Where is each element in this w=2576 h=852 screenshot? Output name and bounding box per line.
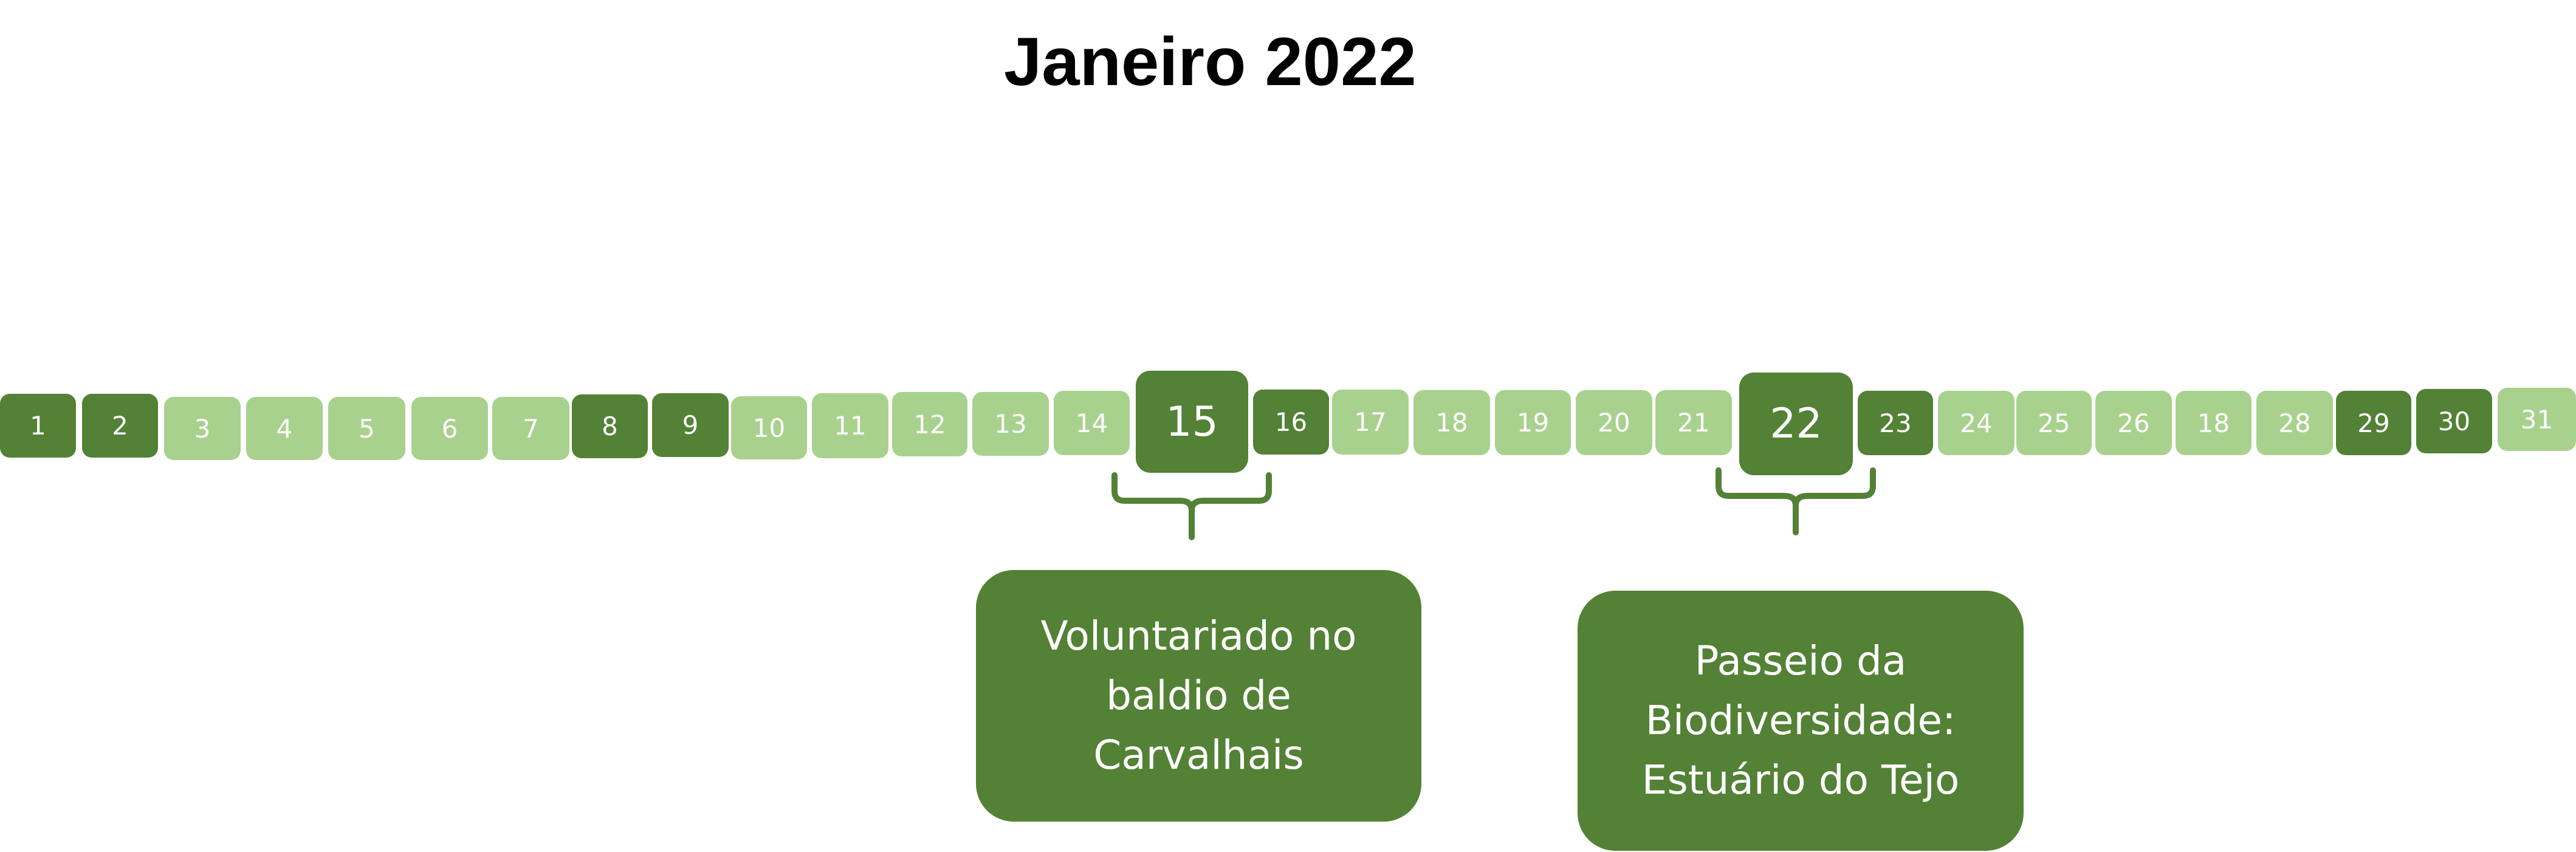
bracket-day-22 xyxy=(1716,467,1876,535)
day-cell[interactable]: 12 xyxy=(892,392,967,456)
event-line: Carvalhais xyxy=(1093,732,1304,778)
event-line: baldio de xyxy=(1106,672,1291,719)
day-cell[interactable]: 4 xyxy=(246,397,323,460)
day-cell[interactable]: 18 xyxy=(1413,390,1490,455)
day-cell[interactable]: 16 xyxy=(1253,390,1329,455)
day-cell[interactable]: 26 xyxy=(2095,391,2172,455)
event-text: Passeio da Biodiversidade: Estuário do T… xyxy=(1642,631,1960,810)
bracket-day-15 xyxy=(1111,472,1272,540)
event-line: Voluntariado no xyxy=(1040,613,1357,659)
day-cell[interactable]: 17 xyxy=(1332,390,1409,455)
day-cell[interactable]: 28 xyxy=(2256,391,2333,455)
event-line: Estuário do Tejo xyxy=(1641,757,1960,803)
day-cell[interactable]: 5 xyxy=(328,397,405,460)
event-line: Passeio da xyxy=(1694,637,1907,684)
event-card-passeio[interactable]: Passeio da Biodiversidade: Estuário do T… xyxy=(1578,591,2024,851)
day-cell[interactable]: 19 xyxy=(1495,390,1571,455)
day-cell[interactable]: 2 xyxy=(82,394,158,458)
day-cell[interactable]: 25 xyxy=(2016,391,2092,455)
day-cell[interactable]: 7 xyxy=(492,397,569,460)
day-cell[interactable]: 14 xyxy=(1054,391,1130,455)
day-cell[interactable]: 21 xyxy=(1655,390,1732,455)
day-cell[interactable]: 10 xyxy=(731,396,807,459)
day-cell[interactable]: 11 xyxy=(812,393,888,458)
day-cell[interactable]: 29 xyxy=(2336,391,2411,455)
event-text: Voluntariado no baldio de Carvalhais xyxy=(1040,606,1356,785)
day-cell[interactable]: 13 xyxy=(972,392,1049,456)
day-cell[interactable]: 8 xyxy=(572,394,648,458)
day-cell[interactable]: 1 xyxy=(0,394,76,458)
day-cell[interactable]: 24 xyxy=(1938,391,2014,455)
day-cell-highlighted[interactable]: 22 xyxy=(1739,373,1853,475)
day-cell[interactable]: 31 xyxy=(2498,388,2576,451)
day-cell[interactable]: 20 xyxy=(1576,390,1652,455)
day-cell[interactable]: 18 xyxy=(2176,391,2251,455)
calendar-title: Janeiro 2022 xyxy=(1004,24,1417,100)
day-cell[interactable]: 23 xyxy=(1858,391,1933,455)
event-card-voluntariado[interactable]: Voluntariado no baldio de Carvalhais xyxy=(976,570,1421,822)
day-cell[interactable]: 6 xyxy=(411,397,488,460)
day-cell-highlighted[interactable]: 15 xyxy=(1136,371,1248,473)
day-cell[interactable]: 9 xyxy=(652,393,729,457)
day-cell[interactable]: 30 xyxy=(2416,389,2492,453)
day-cell[interactable]: 3 xyxy=(164,397,241,460)
event-line: Biodiversidade: xyxy=(1645,697,1956,744)
